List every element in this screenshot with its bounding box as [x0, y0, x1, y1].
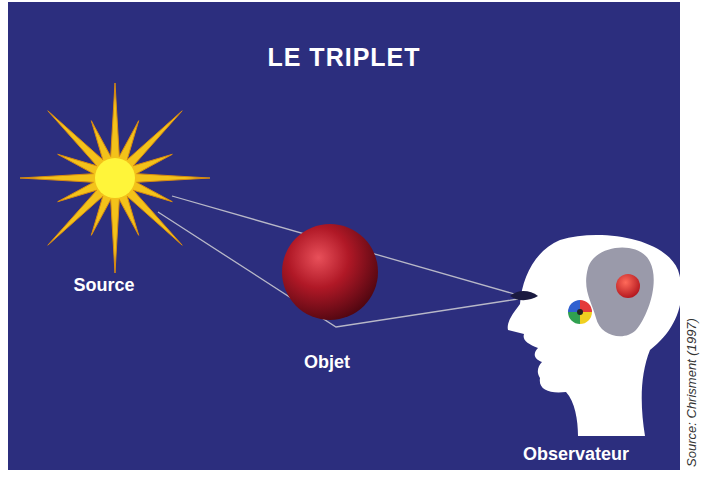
- sun-core: [95, 158, 135, 198]
- part-label: Objet: [304, 352, 350, 373]
- sun-illustration: [20, 83, 210, 273]
- source-credit: Source: Chrisment (1997): [684, 318, 699, 467]
- brain-shape: [586, 248, 654, 337]
- part-label: Source: [73, 275, 134, 296]
- observer-head: [508, 235, 682, 436]
- diagram-title: LE TRIPLET: [267, 43, 420, 72]
- color-wheel: [568, 300, 592, 324]
- object-sphere: [282, 224, 378, 320]
- part-label: Observateur: [523, 444, 629, 465]
- perceived-object: [616, 274, 640, 298]
- eye: [510, 291, 538, 300]
- light-ray: [158, 212, 518, 327]
- sun-rays: [20, 83, 210, 273]
